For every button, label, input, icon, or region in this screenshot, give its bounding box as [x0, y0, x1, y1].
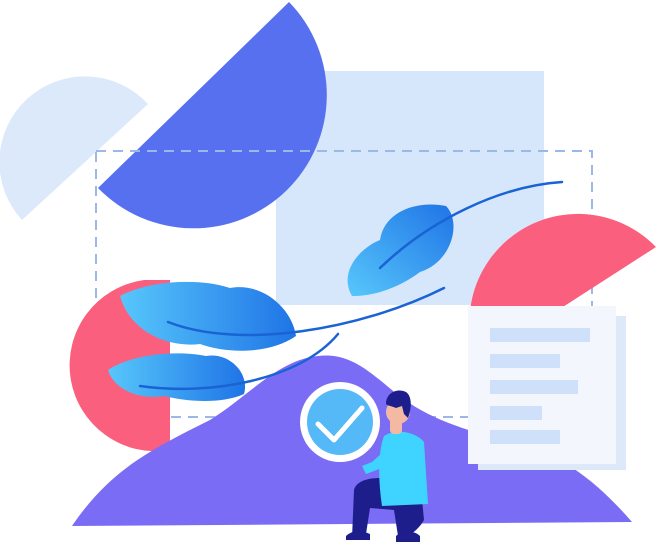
checkmark-badge-icon — [300, 382, 380, 462]
document-icon — [468, 306, 626, 470]
person-icon — [346, 390, 428, 542]
blue-half-circle — [98, 2, 327, 229]
pale-half-circle — [0, 76, 148, 220]
leaf-icon — [108, 180, 564, 401]
